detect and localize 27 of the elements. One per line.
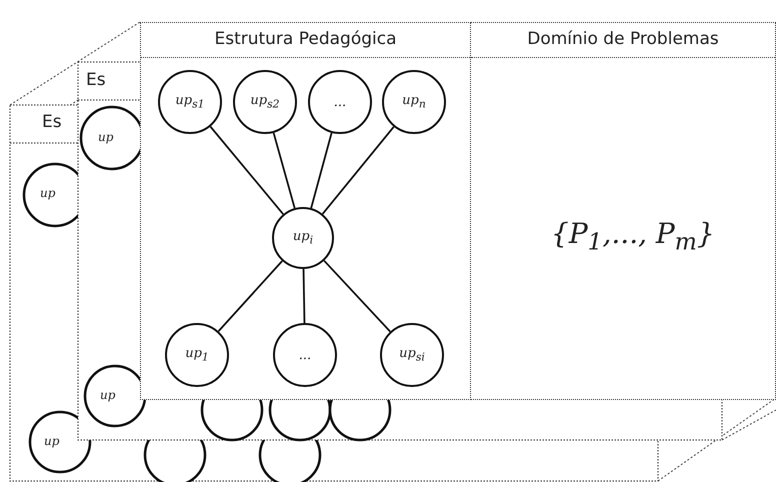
unit-label: ... [298,348,312,362]
problem-set-formula: {P$_{1}$,..., P$_{m}$} [551,217,715,256]
connector-line [218,260,283,332]
connector-line [323,260,391,332]
unit-label: up$_{si}$ [399,346,425,364]
panel-section [470,22,776,400]
unit-label: up$_{n}$ [402,93,426,111]
unit-label: up$_{1}$ [185,346,209,364]
section-header-text: Estrutura Pedagógica [213,29,398,49]
connector-line [322,126,394,215]
unit-label: up$_{i}$ [292,229,314,247]
circle-label: up [100,388,116,402]
unit-circle [272,207,334,269]
unit-label: up$_{s1}$ [175,93,205,111]
connector-line [272,132,296,208]
circle-label: up [40,186,56,200]
connector-line [302,268,306,324]
circle-label: up [44,434,60,448]
circle-label: up [98,130,114,144]
panel-section [140,22,471,400]
unit-label: up$_{s2}$ [250,93,280,111]
section-header-text: Domínio de Problemas [526,29,720,49]
connector-line [310,132,332,208]
connector-line [210,126,284,215]
panel-header-text: Es [42,112,62,132]
unit-label: ... [334,94,346,110]
panel-header-text: Es [86,70,106,90]
